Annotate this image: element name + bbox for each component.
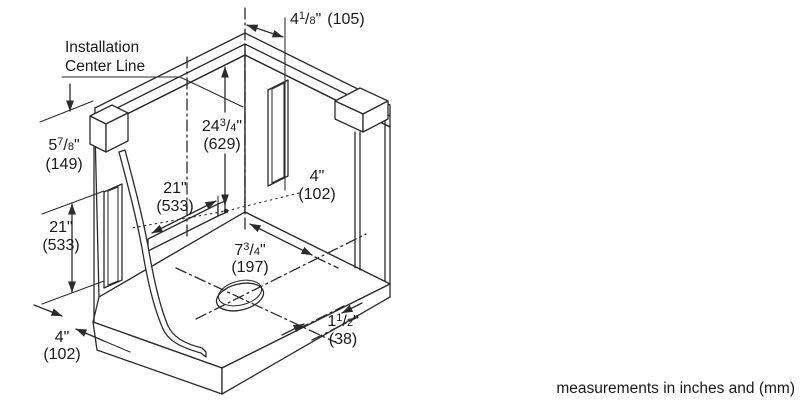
- dim-top-offset: 41/8"(105): [246, 10, 365, 191]
- offset-line-b: [311, 316, 359, 341]
- dim-slot-offset: 4"(102): [131, 168, 336, 229]
- reference-dot: [223, 208, 229, 214]
- dim-base-depth: 4"(102): [33, 304, 131, 363]
- center-line-label-2: Center Line: [65, 58, 145, 75]
- dim-edge-offset-label: 11/2"(38): [327, 312, 358, 348]
- right-wall-vertical-cleat: [267, 79, 289, 187]
- center-line-label-1: Installation: [65, 39, 139, 56]
- hole-center-line-a: [175, 267, 336, 343]
- units-note: measurements in inches and (mm): [556, 380, 795, 397]
- dim-floor-offset: 73/4"(197): [231, 223, 339, 276]
- dim-left-height: 21"(533): [41, 190, 105, 305]
- duct-profile-panel: [118, 149, 207, 358]
- dim-wall-height-label: 243/4"(629): [202, 117, 242, 153]
- dim-slot-width-label: 21"(533): [156, 180, 193, 215]
- extension-line-top: [41, 190, 105, 215]
- dim-upper-left: 57/8"(149): [39, 83, 94, 173]
- right-cleat-end-block: [334, 87, 389, 133]
- dim-wall-height: 243/4"(629): [202, 66, 242, 206]
- dim-upper-left-label: 57/8"(149): [45, 136, 82, 173]
- center-lines: [175, 7, 367, 343]
- dim-base-depth-label: 4"(102): [43, 329, 80, 363]
- offset-line-a: [297, 305, 345, 330]
- left-cleat-end-block: [89, 104, 129, 153]
- leader-line: [61, 76, 244, 108]
- dim-slot-width: 21"(533): [151, 180, 219, 234]
- dim-floor-offset-label: 73/4"(197): [231, 241, 268, 276]
- extension-line: [39, 100, 94, 123]
- right-wall-pilaster-lines: [354, 116, 386, 282]
- left-wall-vertical-cleat: [103, 183, 123, 289]
- hole-center-line-b: [195, 233, 367, 320]
- extension-line-bottom: [41, 280, 105, 305]
- dim-edge-offset: 11/2"(38): [281, 302, 363, 348]
- dim-line-continuation: [314, 256, 339, 269]
- dim-slot-offset-label: 4"(102): [298, 168, 335, 203]
- dim-left-height-label: 21"(533): [42, 219, 79, 254]
- dim-top-offset-label: 41/8"(105): [290, 10, 365, 28]
- leader-line: [103, 340, 131, 353]
- center-line-callout: Installation Center Line: [61, 39, 244, 108]
